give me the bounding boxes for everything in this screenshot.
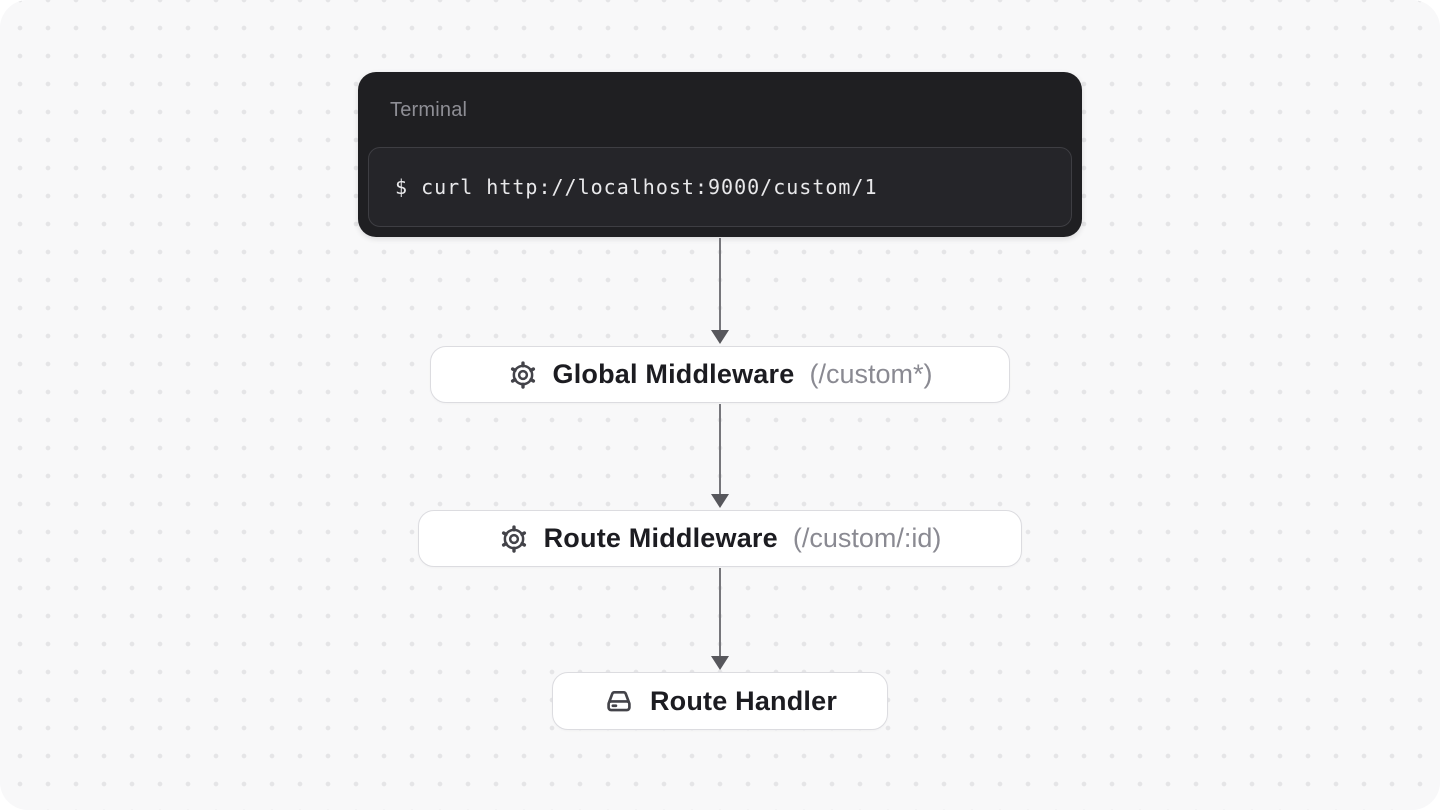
arrow-global-to-route-middleware <box>711 404 729 508</box>
node-title: Route Handler <box>649 685 838 716</box>
arrow-line <box>718 238 722 330</box>
arrow-head-icon <box>711 330 729 344</box>
arrow-line <box>718 568 722 656</box>
node-route-pattern: (/custom/:id) <box>792 523 942 553</box>
terminal-window: Terminal $ curl http://localhost:9000/cu… <box>358 72 1082 237</box>
arrow-terminal-to-global-middleware <box>711 238 729 344</box>
node-route-pattern: (/custom*) <box>809 359 933 389</box>
node-global-middleware: Global Middleware (/custom*) <box>430 346 1010 403</box>
node-title: Global Middleware <box>552 359 795 389</box>
gear-icon <box>501 524 526 553</box>
arrow-head-icon <box>711 494 729 508</box>
terminal-title: Terminal <box>390 99 468 121</box>
terminal-command-box: $ curl http://localhost:9000/custom/1 <box>368 147 1072 227</box>
node-route-handler: Route Handler <box>552 672 888 730</box>
node-title: Route Middleware <box>543 523 778 553</box>
gear-icon <box>510 360 535 389</box>
arrow-head-icon <box>711 656 729 670</box>
terminal-command: $ curl http://localhost:9000/custom/1 <box>395 175 878 199</box>
hard-drive-icon <box>607 691 631 712</box>
node-route-middleware: Route Middleware (/custom/:id) <box>418 510 1022 567</box>
arrow-line <box>718 404 722 494</box>
arrow-route-middleware-to-handler <box>711 568 729 670</box>
